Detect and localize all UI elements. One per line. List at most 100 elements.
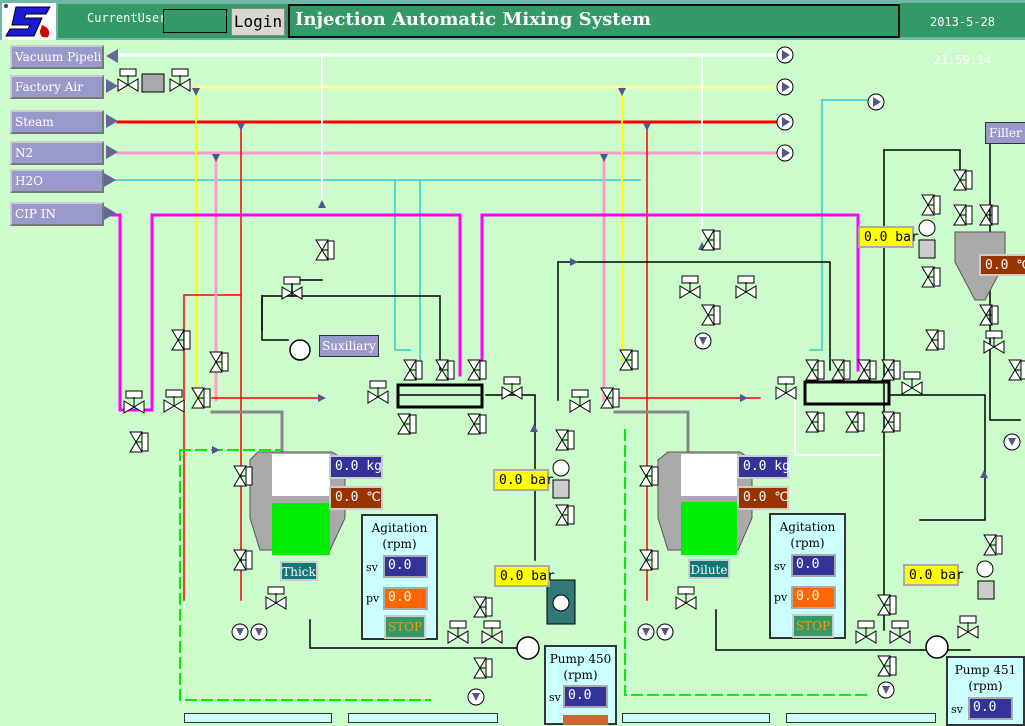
valve-icon[interactable] bbox=[555, 504, 575, 526]
valve-icon[interactable] bbox=[925, 329, 945, 351]
valve-icon[interactable] bbox=[209, 351, 229, 373]
thick-weight: 0.0 kg bbox=[329, 455, 383, 479]
valve-icon[interactable] bbox=[701, 229, 721, 251]
source-factory-air[interactable]: Factory Air bbox=[10, 75, 104, 99]
valve-icon[interactable] bbox=[983, 534, 1003, 556]
valve-icon[interactable] bbox=[600, 387, 620, 409]
valve-icon[interactable] bbox=[473, 657, 493, 679]
valve-icon[interactable] bbox=[129, 431, 149, 453]
sv-label: sv bbox=[549, 691, 561, 704]
valve-icon[interactable] bbox=[191, 387, 211, 409]
valve-icon[interactable] bbox=[805, 359, 825, 381]
pump-450-sv[interactable]: 0.0 bbox=[563, 685, 608, 708]
valve-icon[interactable] bbox=[467, 359, 487, 381]
valve-icon[interactable] bbox=[881, 411, 901, 433]
pressure-filler: 0.0 bar bbox=[858, 226, 919, 248]
valve-icon[interactable] bbox=[481, 620, 503, 644]
valve-icon[interactable] bbox=[921, 266, 941, 288]
valve-icon[interactable] bbox=[447, 620, 469, 644]
valve-icon[interactable] bbox=[265, 586, 287, 610]
valve-icon[interactable] bbox=[877, 594, 897, 616]
valve-icon[interactable] bbox=[397, 413, 417, 435]
valve-icon[interactable] bbox=[831, 359, 851, 381]
air-arrow-icon bbox=[106, 79, 118, 93]
valve-icon[interactable] bbox=[957, 615, 979, 639]
current-user-label: CurrentUser: bbox=[87, 11, 174, 25]
valve-icon[interactable] bbox=[857, 359, 877, 381]
valve-icon[interactable] bbox=[775, 376, 797, 400]
valve-icon[interactable] bbox=[639, 549, 659, 571]
bottom-panel bbox=[184, 713, 332, 723]
valve-icon[interactable] bbox=[735, 275, 757, 299]
valve-icon[interactable] bbox=[675, 586, 697, 610]
source-vacuum-pipeline[interactable]: Vacuum Pipeline bbox=[10, 45, 104, 69]
dilute-agitation-panel: Agitation (rpm) sv 0.0 pv 0.0 STOP bbox=[769, 513, 846, 639]
valve-icon[interactable] bbox=[117, 68, 139, 92]
source-h2o[interactable]: H2O bbox=[10, 169, 104, 193]
source-n2[interactable]: N2 bbox=[10, 141, 104, 165]
valve-icon[interactable] bbox=[403, 359, 423, 381]
sv-label: sv bbox=[951, 703, 963, 716]
valve-icon[interactable] bbox=[877, 655, 897, 677]
valve-icon[interactable] bbox=[953, 169, 973, 191]
valve-icon[interactable] bbox=[881, 359, 901, 381]
login-button[interactable]: Login bbox=[231, 8, 285, 36]
valve-icon[interactable] bbox=[281, 276, 303, 300]
auxiliary-label[interactable]: Suxiliary bbox=[319, 335, 379, 357]
valve-icon[interactable] bbox=[855, 620, 877, 644]
valve-icon[interactable] bbox=[233, 549, 253, 571]
thick-tank-label: Thick bbox=[280, 561, 318, 581]
valve-icon[interactable] bbox=[367, 380, 389, 404]
h2o-arrow-icon bbox=[104, 173, 116, 187]
valve-icon[interactable] bbox=[233, 465, 253, 487]
valve-icon[interactable] bbox=[467, 413, 487, 435]
valve-icon[interactable] bbox=[979, 204, 999, 226]
valve-icon[interactable] bbox=[701, 304, 721, 326]
dilute-stop-button[interactable]: STOP bbox=[792, 614, 834, 638]
valve-icon[interactable] bbox=[889, 620, 911, 644]
thick-agitation-sv[interactable]: 0.0 bbox=[383, 555, 428, 578]
valve-icon[interactable] bbox=[1008, 359, 1025, 381]
valve-icon[interactable] bbox=[639, 465, 659, 487]
pid-diagram bbox=[110, 46, 1025, 706]
pressure-thick-lower: 0.0 bar bbox=[494, 565, 555, 587]
valve-icon[interactable] bbox=[315, 239, 335, 261]
pump-451-sv[interactable]: 0.0 bbox=[968, 697, 1013, 720]
valve-icon[interactable] bbox=[123, 390, 145, 414]
valve-icon[interactable] bbox=[979, 304, 999, 326]
valve-icon[interactable] bbox=[619, 349, 639, 371]
valve-icon[interactable] bbox=[953, 204, 973, 226]
dilute-agitation-sv[interactable]: 0.0 bbox=[791, 554, 836, 577]
valve-icon[interactable] bbox=[983, 330, 1005, 354]
valve-icon[interactable] bbox=[435, 359, 455, 381]
valve-icon[interactable] bbox=[901, 371, 923, 395]
pv-label: pv bbox=[366, 592, 380, 605]
dilute-tank-label: Dilute bbox=[688, 559, 730, 579]
pump-451 bbox=[925, 635, 949, 659]
dilute-temperature: 0.0 ℃ bbox=[737, 486, 789, 510]
valve-icon[interactable] bbox=[171, 329, 191, 351]
valve-icon[interactable] bbox=[169, 68, 191, 92]
source-cip-in[interactable]: CIP IN bbox=[10, 202, 104, 226]
valve-icon[interactable] bbox=[845, 411, 865, 433]
manifold-dilute bbox=[803, 380, 891, 406]
pump-451-title: Pump 451 bbox=[954, 663, 1017, 677]
valve-icon[interactable] bbox=[501, 376, 523, 400]
valve-icon[interactable] bbox=[555, 429, 575, 451]
thick-stop-button[interactable]: STOP bbox=[384, 615, 426, 639]
valve-icon[interactable] bbox=[163, 389, 185, 413]
agitation-title: Agitation bbox=[371, 521, 428, 535]
pv-label: pv bbox=[774, 591, 788, 604]
valve-icon[interactable] bbox=[805, 411, 825, 433]
source-steam[interactable]: Steam bbox=[10, 110, 104, 134]
valve-icon[interactable] bbox=[921, 194, 941, 216]
company-logo bbox=[2, 3, 56, 40]
valve-icon[interactable] bbox=[679, 275, 701, 299]
valve-icon[interactable] bbox=[473, 596, 493, 618]
valve-icon[interactable] bbox=[569, 389, 591, 413]
pump-450-unit: (rpm) bbox=[563, 668, 598, 682]
filler-label[interactable]: Filler bbox=[985, 122, 1025, 144]
thick-temperature: 0.0 ℃ bbox=[329, 486, 383, 510]
filler-temperature: 0.0 ℃ bbox=[979, 254, 1025, 276]
current-user-field[interactable] bbox=[163, 9, 227, 33]
